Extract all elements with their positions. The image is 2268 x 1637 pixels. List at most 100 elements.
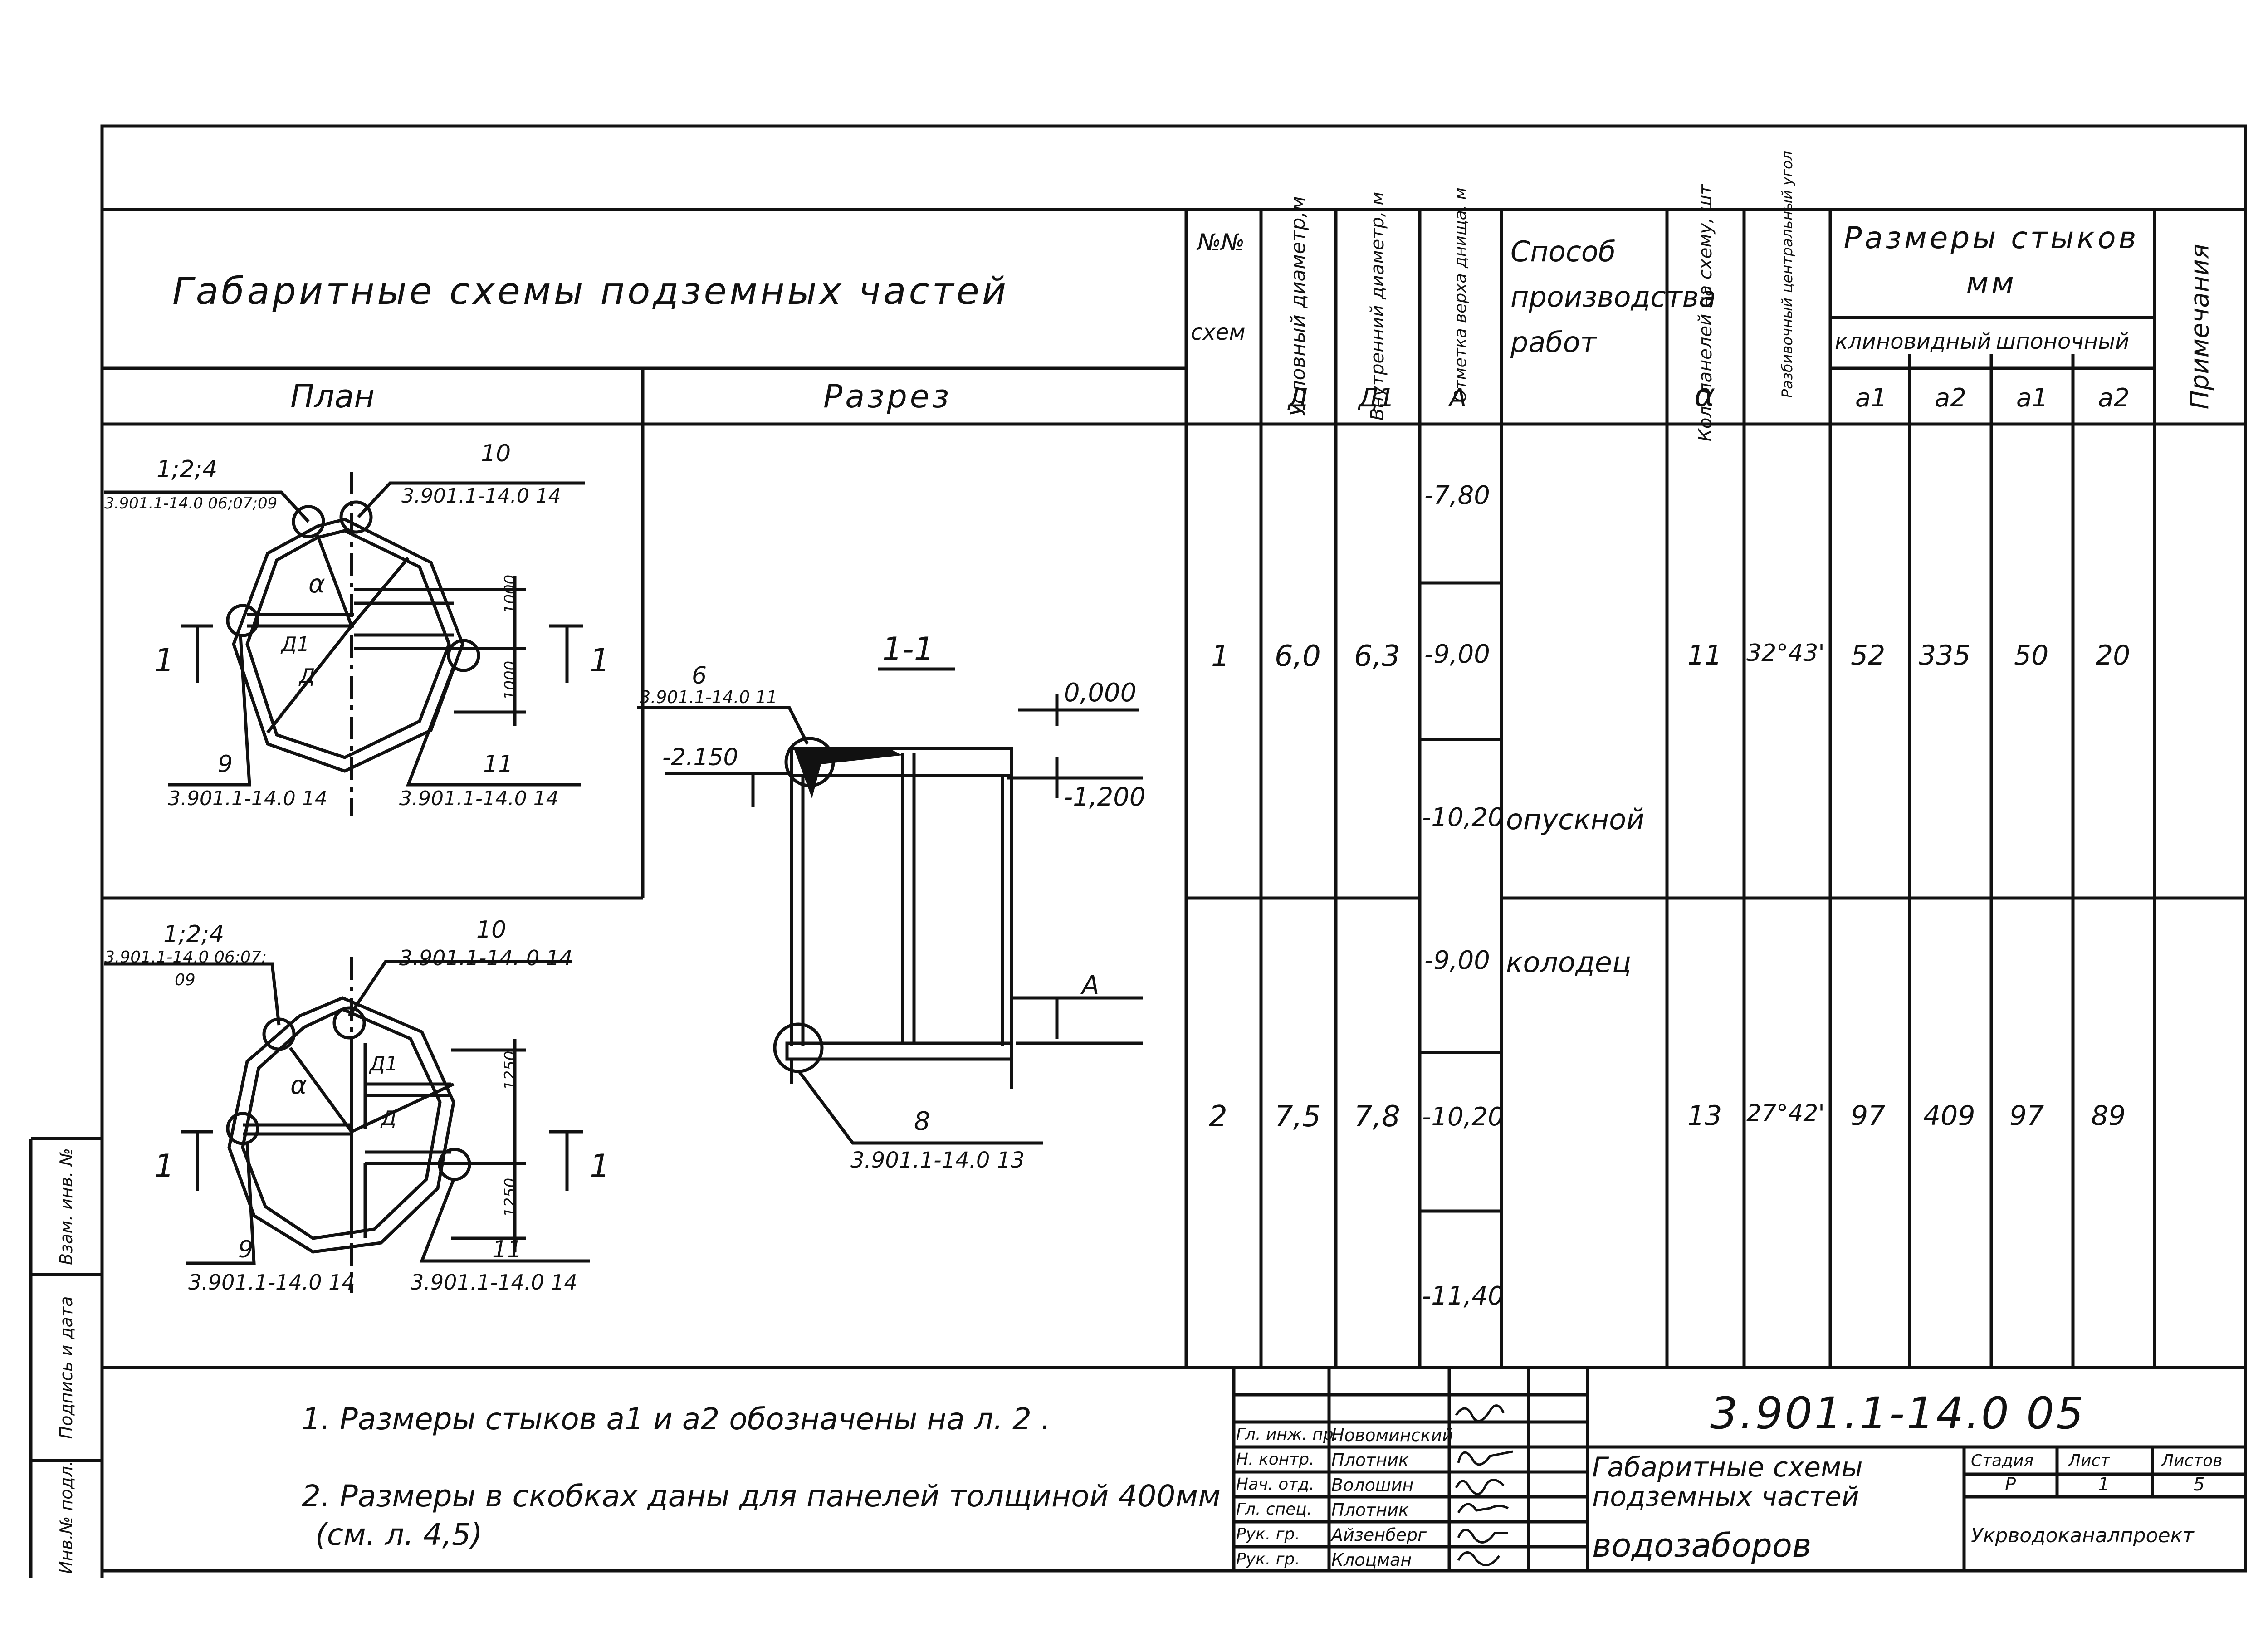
- method-value: опускной: [1506, 803, 1645, 836]
- header-sym-a2b: а2: [2098, 383, 2130, 413]
- plan-2-drawing: [104, 957, 590, 1293]
- header-sym-a1b: а1: [2016, 383, 2048, 413]
- section-ref-8: 8: [914, 1107, 930, 1136]
- row-1-a2: 335: [1919, 640, 1971, 671]
- title-line-1: Габаритные схемы: [1592, 1451, 1863, 1483]
- plan2-ref-124-doc2: 09: [175, 971, 196, 989]
- sheet-title: Габаритные схемы подземных частей: [172, 270, 1009, 313]
- plan1-ref-11-doc: 3.901.1-14.0 14: [399, 787, 559, 810]
- plan1-ref-10: 10: [481, 440, 511, 467]
- mark-value: -7,80: [1424, 481, 1490, 510]
- section-drawing: [637, 667, 1143, 1145]
- row-1-angle: 32°43': [1746, 640, 1825, 667]
- name: Плотник: [1331, 1500, 1409, 1520]
- row-1-b2: 20: [2096, 640, 2131, 671]
- role: Гл. спец.: [1236, 1500, 1312, 1519]
- section-ref-6-doc: 3.901.1-14.0 11: [640, 687, 777, 707]
- plan2-ref-9-doc: 3.901.1-14.0 14: [188, 1270, 355, 1295]
- plan2-sym-alpha: α: [290, 1070, 307, 1100]
- plan1-sym-d: Д: [299, 665, 315, 688]
- mark-value: -11,40: [1422, 1281, 1504, 1311]
- plan2-cut-left: 1: [154, 1148, 175, 1185]
- plan2-ref-11: 11: [492, 1236, 523, 1263]
- header-scheme-no: №№: [1198, 229, 1245, 255]
- header-key: шпоночный: [1996, 329, 2130, 354]
- header-method: Способ производства работ: [1510, 235, 1716, 359]
- name: Плотник: [1331, 1450, 1409, 1470]
- mark-value: -9,00: [1424, 946, 1490, 975]
- plan-1-drawing: [104, 472, 585, 816]
- plan2-sym-d1: Д1: [370, 1052, 398, 1075]
- mark-value: -10,20: [1422, 803, 1504, 832]
- row-1-d1: 6,3: [1354, 640, 1400, 673]
- plan2-sym-d: Д: [381, 1107, 397, 1130]
- row-1-b1: 50: [2014, 640, 2049, 671]
- row-2-panels: 13: [1687, 1100, 1722, 1132]
- plan-label: План: [290, 378, 375, 415]
- row-2-a1: 97: [1851, 1100, 1886, 1132]
- header-wedge: клиновидный: [1835, 329, 1991, 354]
- mark-value: -9,00: [1424, 640, 1490, 669]
- sheets-label: Листов: [2161, 1451, 2223, 1470]
- header-sym-d1: Д1: [1359, 383, 1395, 413]
- sheet-value: 1: [2098, 1474, 2110, 1495]
- title-line-2: подземных частей: [1592, 1481, 1859, 1513]
- plan2-ref-10: 10: [476, 916, 507, 943]
- plan1-ref-10-doc: 3.901.1-14.0 14: [401, 484, 561, 508]
- header-joint-sizes: Размеры стыков мм: [1843, 220, 2139, 301]
- plan2-ref-9: 9: [238, 1236, 254, 1263]
- method-value: колодец: [1506, 946, 1632, 979]
- plan2-cut-right: 1: [590, 1148, 610, 1185]
- plan1-ref-124-doc: 3.901.1-14.0 06;07;09: [104, 494, 278, 513]
- header-sym-d: Д: [1288, 383, 1308, 413]
- row-2-d: 7,5: [1275, 1100, 1321, 1134]
- row-1-a1: 52: [1851, 640, 1886, 671]
- plan1-cut-right: 1: [590, 642, 610, 679]
- header-sym-a: А: [1449, 383, 1467, 413]
- plan1-cut-left: 1: [154, 642, 175, 679]
- name: Волошин: [1331, 1475, 1414, 1495]
- row-2-b2: 89: [2091, 1100, 2126, 1132]
- row-2-a2: 409: [1923, 1100, 1975, 1132]
- section-name: 1-1: [882, 630, 934, 668]
- section-mark-left: -2.150: [662, 744, 738, 771]
- header-sym-alpha: α: [1694, 376, 1716, 414]
- stage-label: Стадия: [1971, 1451, 2034, 1470]
- plan1-ref-9: 9: [218, 751, 233, 778]
- section-mark-a: А: [1082, 971, 1100, 1000]
- row-1-scheme: 1: [1211, 640, 1230, 673]
- note-2: 2. Размеры в скобках даны для панелей то…: [302, 1479, 1221, 1514]
- plan1-ref-9-doc: 3.901.1-14.0 14: [168, 787, 327, 810]
- row-2-scheme: 2: [1209, 1100, 1227, 1134]
- note-1: 1. Размеры стыков а1 и а2 обозначены на …: [302, 1402, 1051, 1437]
- plan2-ref-11-doc: 3.901.1-14.0 14: [411, 1270, 577, 1295]
- plan2-ref-124-doc: 3.901.1-14.0 06;07;: [104, 948, 267, 967]
- name: Клоцман: [1331, 1550, 1412, 1570]
- hatched-top-joint: [794, 748, 903, 798]
- header-sym-a1: а1: [1855, 383, 1887, 413]
- header-scheme-no-2: схем: [1191, 320, 1246, 345]
- section-ref-6: 6: [692, 662, 707, 689]
- title-line-3: водозаборов: [1592, 1526, 1812, 1564]
- plan2-ref-10-doc: 3.901.1-14. 0 14: [399, 946, 573, 970]
- section-mark-top: 0,000: [1064, 678, 1137, 708]
- section-label: Разрез: [823, 378, 952, 415]
- sheet-label: Лист: [2068, 1451, 2110, 1470]
- note-2-cont: (см. л. 4,5): [315, 1517, 483, 1552]
- name: Айзенберг: [1331, 1525, 1427, 1545]
- plan1-ref-11: 11: [483, 751, 513, 778]
- role: Нач. отд.: [1236, 1475, 1315, 1494]
- header-sym-a2: а2: [1935, 383, 1966, 413]
- organization: Укрводоканалпроект: [1971, 1524, 2194, 1547]
- plan1-sym-alpha: α: [308, 569, 325, 599]
- role: Гл. инж. пр.: [1236, 1425, 1339, 1444]
- plan1-ref-124: 1;2;4: [156, 456, 218, 483]
- stage-value: Р: [2005, 1474, 2016, 1495]
- role: Н. контр.: [1236, 1450, 1315, 1469]
- role: Рук. гр.: [1236, 1525, 1300, 1544]
- row-2-d1: 7,8: [1354, 1100, 1400, 1134]
- section-mark-right: -1,200: [1064, 782, 1146, 812]
- row-1-d: 6,0: [1275, 640, 1321, 673]
